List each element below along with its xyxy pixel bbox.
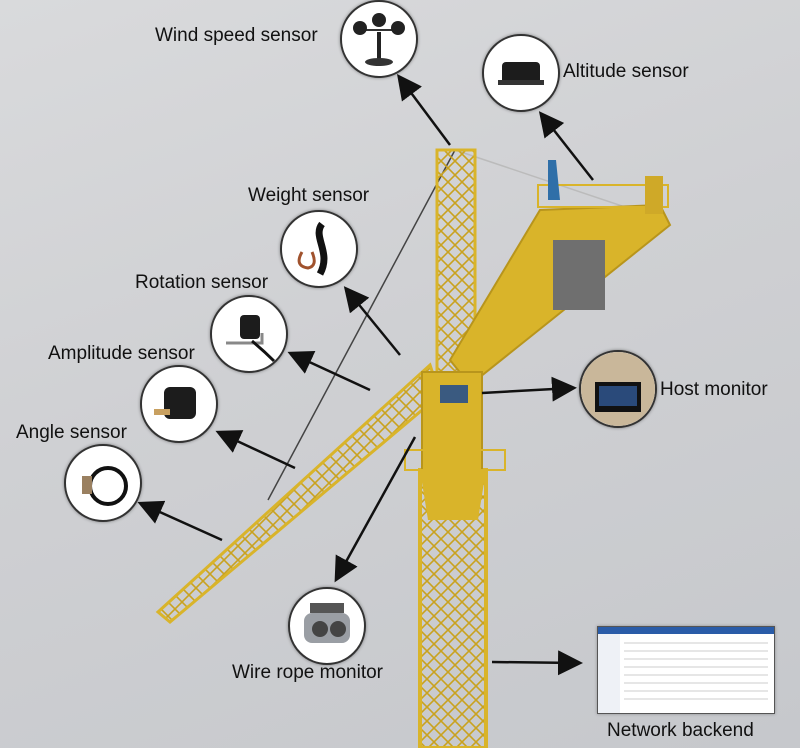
network-backend-label: Network backend: [607, 720, 754, 741]
altitude-sensor-icon: [482, 34, 560, 112]
arrow-network-backend: [491, 650, 583, 676]
weight-sensor-icon: [280, 210, 358, 288]
arrow-amplitude: [215, 430, 296, 470]
arrow-weight: [343, 286, 401, 356]
amplitude-sensor-icon: [140, 365, 218, 443]
rotation-sensor-label: Rotation sensor: [135, 272, 269, 293]
arrow-angle: [137, 500, 223, 542]
arrow-altitude: [538, 111, 594, 181]
altitude-sensor-label: Altitude sensor: [563, 61, 689, 82]
wind-speed-sensor-label: Wind speed sensor: [155, 25, 318, 46]
amplitude-sensor-label: Amplitude sensor: [48, 343, 195, 364]
anemometer-icon: [340, 0, 418, 78]
angle-sensor-icon: [64, 444, 142, 522]
crane: [155, 148, 672, 748]
rotation-sensor-icon: [210, 295, 288, 373]
host-monitor-label: Host monitor: [660, 379, 768, 400]
weight-sensor-label: Weight sensor: [248, 185, 370, 206]
wire-rope-monitor-icon: [288, 587, 366, 665]
network-backend-screenshot: [597, 626, 775, 714]
arrow-host-monitor: [481, 376, 577, 402]
arrow-wire-rope: [334, 436, 417, 583]
host-monitor-icon: [579, 350, 657, 428]
arrow-rotation: [287, 351, 371, 392]
arrow-wind-speed: [397, 73, 452, 146]
arrows: [137, 73, 594, 676]
angle-sensor-label: Angle sensor: [16, 422, 127, 443]
wire-rope-monitor-label: Wire rope monitor: [232, 662, 383, 683]
